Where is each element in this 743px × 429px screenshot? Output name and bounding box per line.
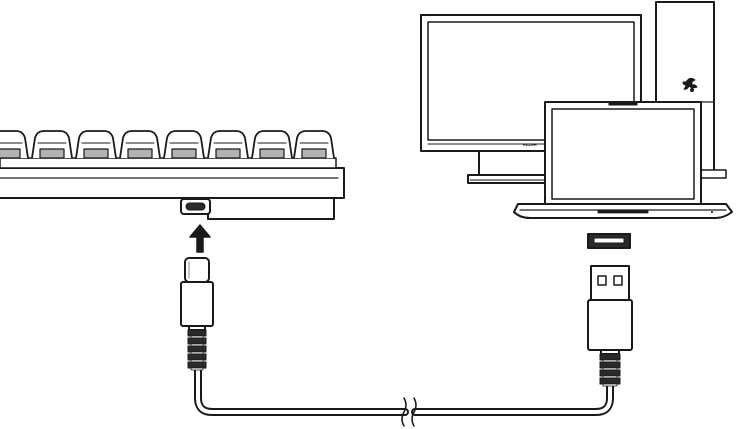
arrow-up-icon <box>189 224 211 253</box>
monitor-stand <box>467 150 561 184</box>
laptop <box>513 101 733 219</box>
monitor: RAZER <box>420 14 642 184</box>
keycap <box>119 130 161 159</box>
keycap <box>251 130 293 159</box>
usb-c-strain-relief <box>187 329 207 371</box>
usb-a-strain-relief <box>599 353 621 387</box>
razer-snake-logo-icon <box>682 77 698 92</box>
keyboard <box>0 130 345 220</box>
keycaps-row <box>0 130 335 159</box>
keycap <box>31 130 73 159</box>
cable-break-mark <box>401 397 417 427</box>
keyboard-usb-c-port <box>180 198 211 215</box>
usb-a-plug <box>587 265 633 387</box>
usb-c-plug <box>180 257 214 371</box>
laptop-camera-notch <box>608 101 638 106</box>
keycap <box>293 130 335 159</box>
keycap <box>75 130 117 159</box>
keycap <box>207 130 249 159</box>
usb-a-port <box>587 233 631 249</box>
usb-cable <box>194 366 614 427</box>
keycap <box>0 130 29 159</box>
monitor-brand-label: RAZER <box>523 142 537 147</box>
keycap <box>163 130 205 159</box>
